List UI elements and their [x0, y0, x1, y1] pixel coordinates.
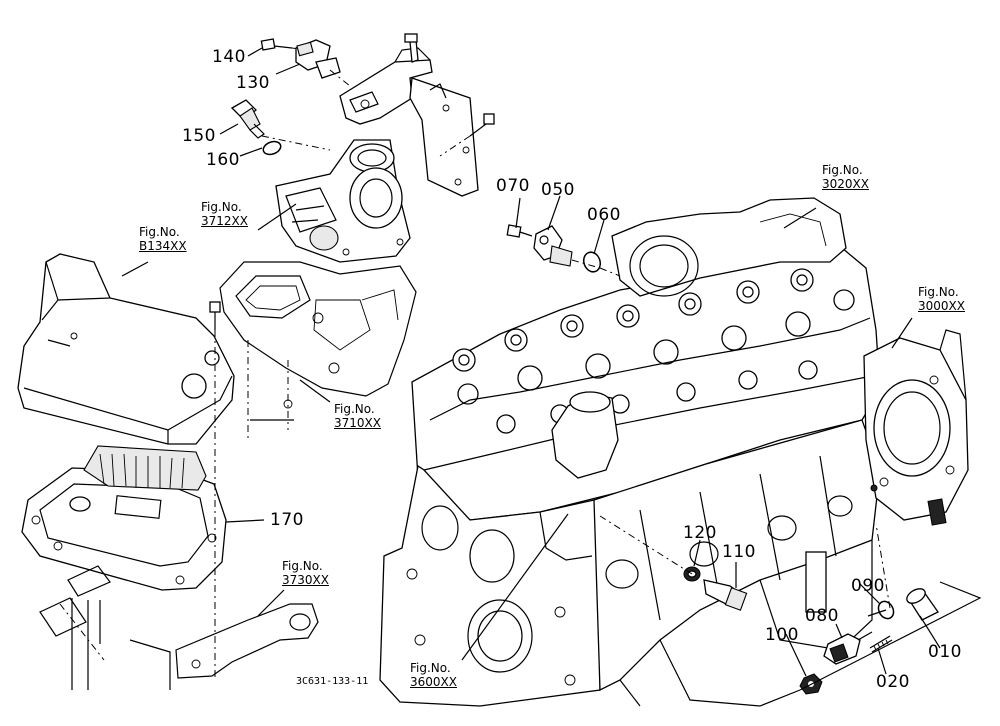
sleeve-axis-dash	[875, 523, 891, 609]
engine-block	[379, 197, 969, 707]
label-120: 120	[683, 523, 717, 543]
figref-title: Fig.No.	[334, 402, 375, 416]
label-130: 130	[236, 73, 270, 93]
label-150: 150	[182, 126, 216, 146]
ecu-bracket	[39, 565, 319, 690]
sensor-050-axis	[599, 267, 621, 277]
part-010-sleeve	[906, 588, 939, 621]
figref-b134: Fig.No. B134XX	[139, 225, 187, 253]
part-130-sensor	[295, 39, 351, 87]
label-060: 060	[587, 205, 621, 225]
figref-title: Fig.No.	[201, 200, 242, 214]
part-090-oring	[877, 600, 895, 620]
label-080: 080	[805, 606, 839, 626]
label-070: 070	[496, 176, 530, 196]
figref-3712: Fig.No. 3712XX	[201, 200, 248, 228]
figref-number: 3712XX	[201, 214, 248, 228]
thermostat-housing	[275, 139, 411, 263]
label-170: 170	[270, 510, 304, 530]
figref-3020: Fig.No. 3020XX	[822, 163, 869, 191]
figref-number: 3600XX	[410, 675, 457, 689]
figref-title: Fig.No.	[410, 661, 451, 675]
part-170-ecu	[21, 445, 227, 591]
intake-plate-3710	[219, 261, 417, 440]
figref-title: Fig.No.	[282, 559, 323, 573]
ecu-bolt	[209, 301, 221, 680]
part-070-bolt	[506, 224, 533, 238]
leader-lines	[121, 47, 941, 677]
drawing-code: 3C631-133-11	[296, 676, 369, 687]
figref-number: 3710XX	[334, 416, 381, 430]
sensor-bracket	[339, 33, 433, 125]
assembly-bracket-line	[799, 581, 982, 691]
figref-title: Fig.No.	[918, 285, 959, 299]
part-020-stud	[869, 635, 893, 653]
part-150-temp-sensor	[230, 99, 331, 151]
figref-number: 3000XX	[918, 299, 965, 313]
label-020: 020	[876, 672, 910, 692]
figref-3710: Fig.No. 3710XX	[334, 402, 381, 430]
part-050-sensor	[533, 225, 601, 269]
part-080-sensor	[823, 631, 873, 665]
label-090: 090	[851, 576, 885, 596]
figref-number: B134XX	[139, 239, 187, 253]
label-100: 100	[765, 625, 799, 645]
part-060-oring	[582, 251, 602, 273]
figref-number: 3730XX	[282, 573, 329, 587]
figref-3600: Fig.No. 3600XX	[410, 661, 457, 689]
figref-3000: Fig.No. 3000XX	[918, 285, 965, 313]
label-050: 050	[541, 180, 575, 200]
ecu-cover	[17, 253, 235, 445]
label-140: 140	[212, 47, 246, 67]
figref-number: 3020XX	[822, 177, 869, 191]
part-110-sensor	[599, 515, 748, 611]
part-160-oring	[262, 140, 282, 156]
bracket-bolt	[439, 113, 495, 157]
figref-title: Fig.No.	[822, 163, 863, 177]
figref-3730: Fig.No. 3730XX	[282, 559, 329, 587]
figref-title: Fig.No.	[139, 225, 180, 239]
mounting-plate	[409, 77, 479, 197]
label-160: 160	[206, 150, 240, 170]
label-010: 010	[928, 642, 962, 662]
label-110: 110	[722, 542, 756, 562]
sleeve-axis	[867, 609, 887, 617]
